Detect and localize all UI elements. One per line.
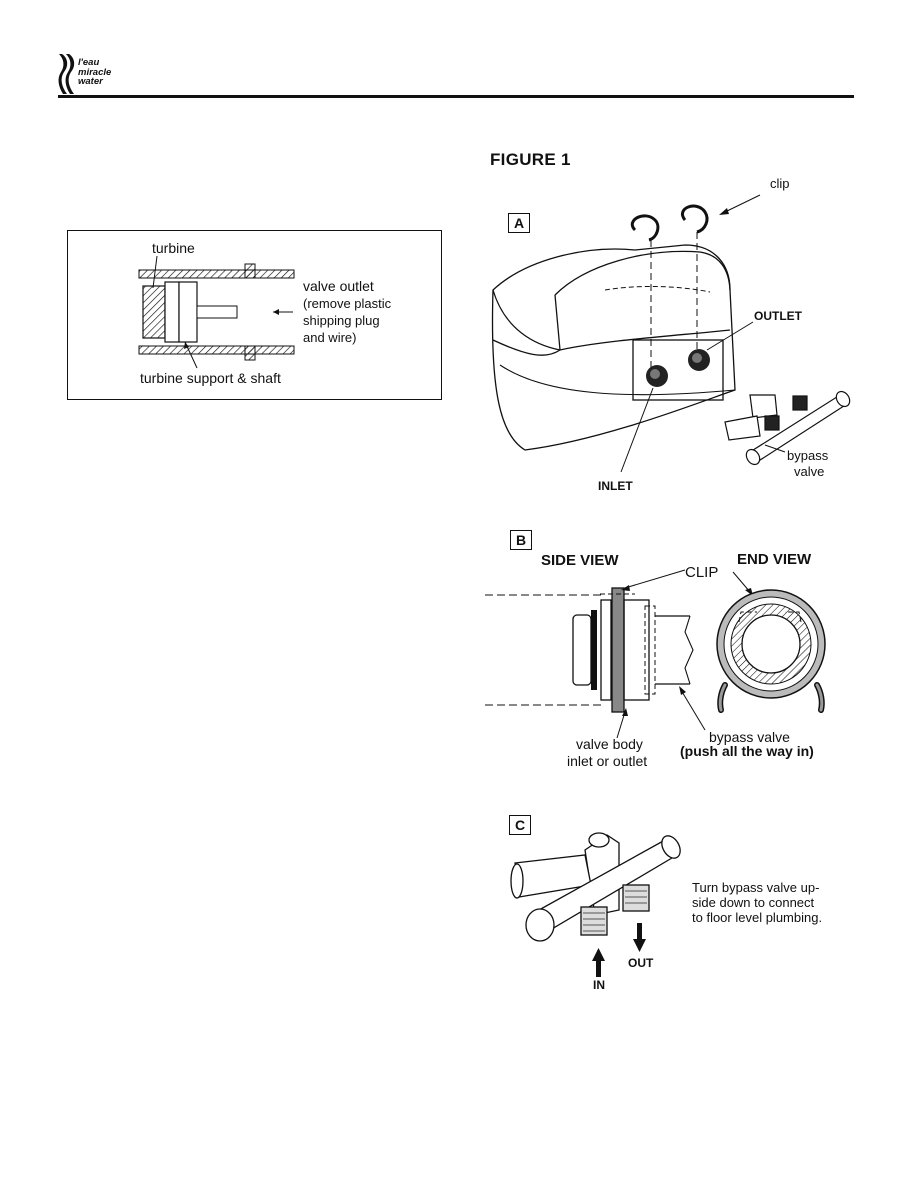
miracle-water-logo-icon	[58, 54, 75, 94]
turn-note-line-3: to floor level plumbing.	[692, 910, 823, 925]
bypass-valve-b-label-line-1: bypass valve	[709, 729, 790, 745]
panel-b-letter: B	[510, 530, 532, 550]
bypass-label-line-1: bypass	[787, 448, 829, 463]
out-label: OUT	[628, 956, 654, 970]
panel-c-drawing	[510, 832, 681, 977]
panel-b-drawing	[485, 569, 826, 739]
end-view-label: END VIEW	[737, 551, 812, 568]
logo-line-1: l'eau	[78, 57, 100, 68]
valve-body-label-line-1: valve body	[576, 736, 643, 752]
panel-a-letter: A	[508, 213, 530, 233]
bypass-valve-b-label-line-2: (push all the way in)	[680, 743, 814, 759]
in-label: IN	[593, 978, 605, 992]
figure-title: FIGURE 1	[490, 150, 571, 169]
panel-c-letter: C	[509, 815, 531, 835]
turbine-diagram-drawing	[138, 255, 295, 369]
turbine-diagram	[67, 230, 442, 400]
outlet-label: OUTLET	[754, 309, 802, 323]
logo-line-3: water	[78, 76, 103, 87]
turn-note-line-1: Turn bypass valve up-	[692, 880, 820, 895]
side-view-label: SIDE VIEW	[541, 552, 619, 569]
turn-note-line-2: side down to connect	[692, 895, 815, 910]
remove-note-line-3: and wire)	[303, 330, 357, 345]
clip-label: clip	[770, 176, 790, 191]
turbine-support-label: turbine support & shaft	[140, 370, 281, 386]
valve-body-label-line-2: inlet or outlet	[567, 753, 648, 769]
bypass-label-line-2: valve	[794, 464, 825, 479]
inlet-label: INLET	[598, 479, 633, 493]
brand-logo-text: l'eau miracle water	[78, 58, 111, 87]
valve-outlet-label: valve outlet	[303, 278, 374, 294]
remove-note-line-2: shipping plug	[303, 313, 380, 328]
logo-line-2: miracle	[78, 66, 112, 78]
header-rule	[58, 95, 854, 98]
turbine-label: turbine	[152, 240, 195, 256]
clip-b-label: CLIP	[685, 564, 719, 581]
panel-a-drawing	[491, 194, 851, 473]
remove-note-line-1: (remove plastic	[303, 296, 392, 311]
